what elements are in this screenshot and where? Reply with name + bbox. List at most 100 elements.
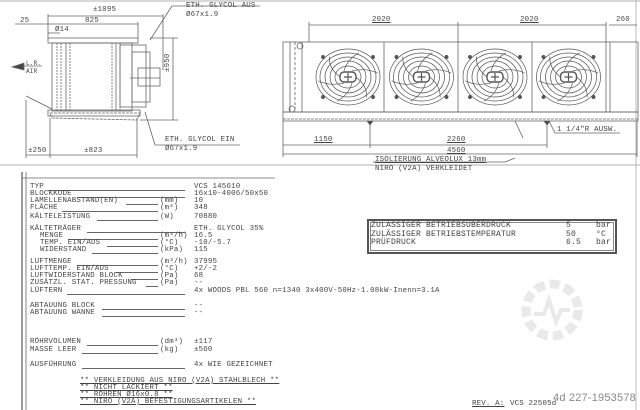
- spec-label: MENGE: [40, 232, 64, 240]
- spec-value: 4x WOODS PBL 560 n=1340 3x400V-50Hz-1.08…: [194, 287, 440, 295]
- note-tubes: ** RÖHREN Ø16x0.8 **: [80, 391, 173, 399]
- spec-value: --: [194, 309, 204, 317]
- pressure-unit: °C: [596, 229, 607, 239]
- leader-line: [62, 211, 158, 212]
- spec-label: LÜFTERN: [30, 287, 63, 295]
- leader-line: [131, 279, 158, 280]
- pressure-rating-box: [367, 219, 617, 254]
- leader-line: [126, 204, 158, 205]
- leader-line: [47, 190, 185, 191]
- spec-unit: (Pa): [160, 279, 179, 287]
- spec-label: TYP: [30, 183, 44, 191]
- spec-label: ZUSÄTZL. STAT. PRESSUNG: [30, 279, 137, 287]
- dim-tube-diameter: Ø14: [55, 26, 69, 34]
- spec-value: ETH. GLYCOL 35%: [194, 225, 264, 233]
- spec-value: --: [194, 302, 204, 310]
- leader-line: [67, 239, 158, 240]
- spec-label: WIDERSTAND: [40, 246, 87, 254]
- spec-label: TEMP. EIN/AUS: [40, 239, 101, 247]
- leader-line: [116, 272, 158, 273]
- cladding-note: NIRO (V2A) VERKLEIDET: [375, 165, 473, 173]
- spec-value: 68: [194, 272, 204, 280]
- spec-value: 16.5: [194, 232, 213, 240]
- spec-unit: (m²): [160, 204, 179, 212]
- dim-4560: 4560: [447, 147, 466, 155]
- spec-unit: (m³/h): [160, 232, 188, 240]
- spec-unit: (kg): [160, 346, 179, 354]
- fan-guard-icon: [462, 48, 528, 106]
- spec-unit: (mm): [160, 197, 179, 205]
- watermark-gear-icon: [521, 279, 583, 341]
- spec-unit: (Pa): [160, 272, 179, 280]
- fan-guard-icon: [536, 48, 601, 106]
- spec-value: 16x10-4006/50x50: [194, 190, 269, 198]
- outlet-size: Ø67x1.9: [186, 11, 219, 19]
- spec-value: 348: [194, 204, 208, 212]
- spec-unit: (kPa): [160, 246, 184, 254]
- spec-value: 10: [194, 197, 204, 205]
- leader-line: [96, 220, 158, 221]
- dim-2260: 2260: [447, 136, 466, 144]
- leader-line: [106, 246, 158, 247]
- note-fasteners: ** NIRO (V2A) BEFESTIGUNGSARTIKELEN **: [80, 398, 257, 406]
- insulation-note: ISOLIERUNG ALVEOLUX 13mm: [375, 156, 487, 164]
- spec-label: MASSE LEER: [30, 346, 77, 354]
- dim-total-width: ±1095: [93, 6, 117, 14]
- pressure-label: PRÜFDRUCK: [371, 238, 417, 247]
- leader-line: [86, 232, 185, 233]
- fan-guard-icon: [389, 48, 454, 106]
- fan-guard-icon: [315, 48, 381, 106]
- leader-line: [92, 253, 158, 254]
- spec-unit: (°C): [160, 265, 179, 273]
- note-unpainted: ** NICHT LACKIERT **: [80, 384, 173, 392]
- spec-unit: (W): [160, 213, 174, 221]
- spec-value: --: [194, 279, 204, 287]
- inlet-size: Ø67x1.9: [165, 145, 198, 153]
- spec-unit: (m³/h): [160, 258, 188, 266]
- spec-label: BLOCKKODE: [30, 190, 72, 198]
- leader-line: [77, 197, 185, 198]
- spec-value: +2/-2: [194, 265, 218, 273]
- dim-fan-spacing-2: 2020: [520, 16, 539, 24]
- spec-label: KÄLTELEISTUNG: [30, 213, 91, 221]
- drawing-number: VCS 22505d: [510, 400, 557, 408]
- spec-value: VCS 145610: [194, 183, 241, 191]
- leader-line: [82, 368, 185, 369]
- spec-label: KÄLTETRÄGER: [30, 225, 81, 233]
- spec-label: AUSFÜHRUNG: [30, 361, 77, 369]
- revision-label: REV. A:: [472, 400, 505, 408]
- dim-250: ±250: [28, 147, 47, 155]
- spec-value: ±117: [194, 338, 213, 346]
- pressure-value: 5: [566, 221, 572, 230]
- spec-value: 37995: [194, 258, 218, 266]
- leader-line: [82, 353, 158, 354]
- pressure-value: 6.5: [566, 238, 582, 247]
- dim-260: 260: [616, 16, 630, 24]
- spec-label: ABTAUUNG WANNE: [30, 309, 95, 317]
- spec-value: 70880: [194, 213, 218, 221]
- spec-unit: (dm³): [160, 338, 184, 346]
- spec-label: LUFTMENGE: [30, 258, 72, 266]
- dim-25: 25: [20, 17, 30, 25]
- pressure-unit: bar: [596, 221, 612, 230]
- pressure-value: 50: [566, 229, 577, 239]
- note-cladding: ** VERKLEIDUNG AUS NIRO (V2A) STAHLBLECH…: [80, 377, 280, 385]
- spec-label: FLÄCHE: [30, 204, 58, 212]
- leader-line: [145, 286, 158, 287]
- spec-label: ABTAUUNG BLOCK: [30, 302, 95, 310]
- leader-line: [67, 294, 185, 295]
- dim-1150: 1150: [314, 136, 333, 144]
- outlet-label: ETH. GLYCOL AUS: [186, 2, 256, 10]
- spec-unit: (°C): [160, 239, 179, 247]
- leader-line: [101, 309, 185, 310]
- spec-label: LUFTWIDERSTAND BLOCK: [30, 272, 123, 280]
- spec-value: ±560: [194, 346, 213, 354]
- spec-value: -10/-5.7: [194, 239, 232, 247]
- spec-label: LUFTTEMP. EIN/AUS: [30, 265, 109, 273]
- listing-id: 4d 227-1953578: [553, 392, 636, 404]
- pressure-label: ZULÄSSIGER BETRIEBSÜBERDRUCK: [371, 221, 512, 230]
- dim-fan-spacing-1: 2020: [372, 16, 391, 24]
- spec-label: RÖHRVOLUMEN: [30, 338, 81, 346]
- inlet-label: ETH. GLYCOL EIN: [165, 136, 235, 144]
